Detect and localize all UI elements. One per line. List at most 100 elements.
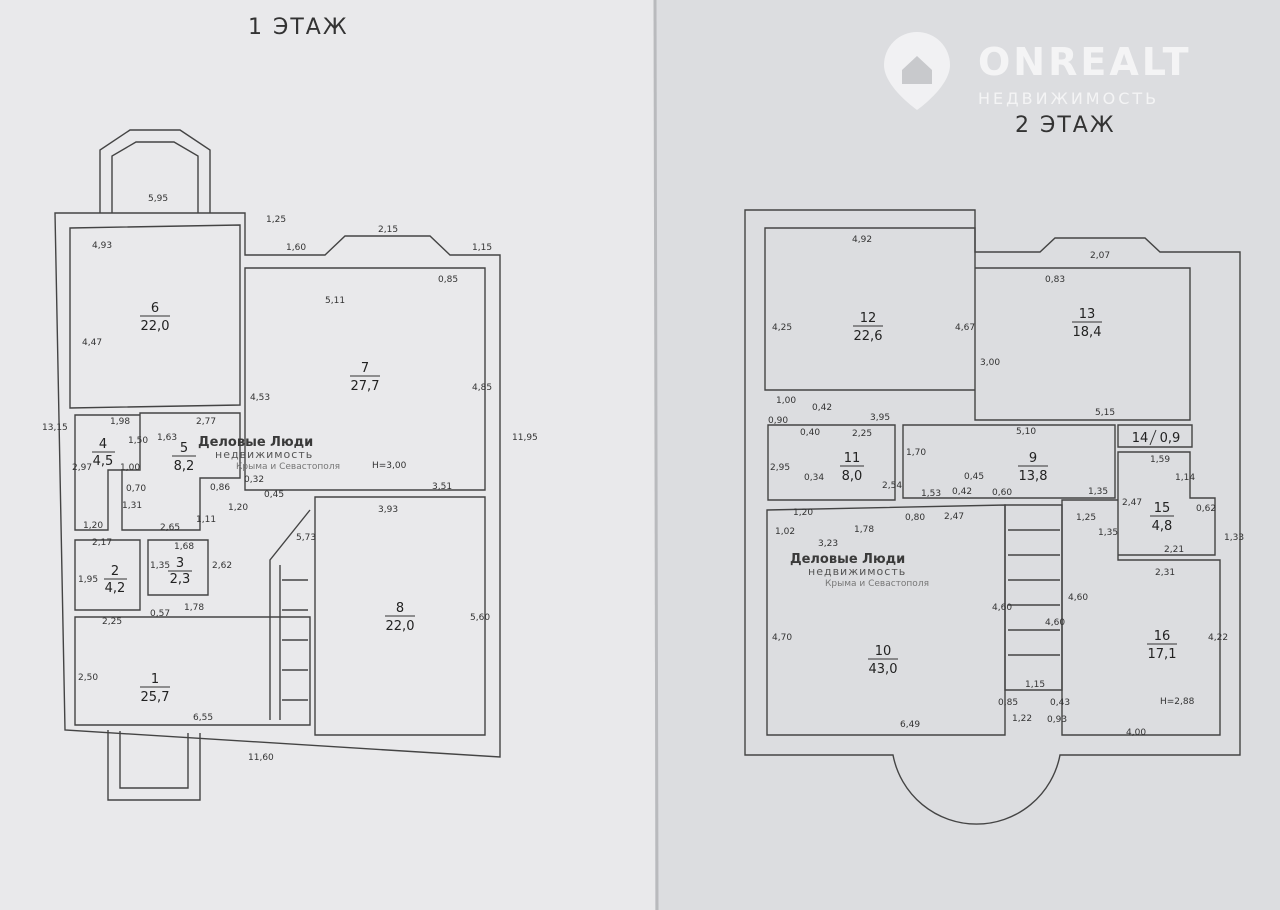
floor-2-dimensions: 4,92 2,07 0,83 4,25 4,67 3,00 1,00 0,42 … xyxy=(768,235,1244,738)
svg-text:7: 7 xyxy=(361,361,369,376)
svg-text:13,8: 13,8 xyxy=(1019,469,1048,484)
dimension-label: 0,57 xyxy=(150,609,170,619)
dimension-label: 0,86 xyxy=(210,483,230,493)
dimension-label: 2,65 xyxy=(160,523,180,533)
svg-text:Крыма и Севастополя: Крыма и Севастополя xyxy=(825,579,929,589)
page-spine xyxy=(653,0,659,910)
svg-text:22,6: 22,6 xyxy=(854,329,883,344)
dimension-label: 2,21 xyxy=(1164,545,1184,555)
dimension-label: 1,00 xyxy=(776,396,796,406)
room-4: 44,5 xyxy=(92,437,115,469)
dimension-label: 1,60 xyxy=(286,243,306,253)
floor-1-plan: 1 ЭТАЖ 622,0 727,7 44,5 58,2 24,2 32,3 1… xyxy=(42,15,538,801)
svg-text:17,1: 17,1 xyxy=(1148,647,1177,662)
floor-1-dimensions: 5,95 4,93 1,25 1,60 2,15 1,15 0,85 5,11 … xyxy=(42,194,538,763)
dimension-label: 0,90 xyxy=(768,416,788,426)
dimension-label: 1,20 xyxy=(228,503,248,513)
floor-1-outer-wall xyxy=(54,212,501,758)
dimension-label: 6,55 xyxy=(193,713,213,723)
dimension-label: 5,11 xyxy=(325,296,345,306)
ceiling-height: Н=3,00 xyxy=(372,461,407,471)
dimension-label: 5,95 xyxy=(148,194,168,204)
svg-text:8: 8 xyxy=(396,601,404,616)
dimension-label: 4,25 xyxy=(772,323,792,333)
svg-text:4: 4 xyxy=(99,437,107,452)
svg-text:16: 16 xyxy=(1154,629,1171,644)
dimension-label: 2,15 xyxy=(378,225,398,235)
room-7: 727,7 xyxy=(350,361,380,394)
agency-watermark-2: Деловые Люди недвижимость Крыма и Севаст… xyxy=(790,552,929,589)
room-3: 32,3 xyxy=(168,556,192,587)
dimension-label: 1,50 xyxy=(128,436,148,446)
svg-text:27,7: 27,7 xyxy=(351,379,380,394)
svg-text:Деловые Люди: Деловые Люди xyxy=(790,552,905,567)
dimension-label: 2,17 xyxy=(92,538,112,548)
dimension-label: 1,22 xyxy=(1012,714,1032,724)
dimension-label: 4,70 xyxy=(772,633,792,643)
svg-text:недвижимость: недвижимость xyxy=(808,565,906,578)
svg-text:15: 15 xyxy=(1154,501,1171,516)
right-page xyxy=(655,0,1280,910)
dimension-label: 11,95 xyxy=(512,433,538,443)
floor-2-room-walls xyxy=(764,227,1221,736)
dimension-label: 4,53 xyxy=(250,393,270,403)
svg-text:12: 12 xyxy=(860,311,877,326)
dimension-label: 2,47 xyxy=(944,512,964,522)
dimension-label: 1,59 xyxy=(1150,455,1170,465)
svg-text:8,2: 8,2 xyxy=(174,459,195,474)
dimension-label: 5,10 xyxy=(1016,427,1036,437)
dimension-label: 0,85 xyxy=(438,275,458,285)
floor-2-staircase xyxy=(1004,504,1063,691)
floor-1-room-labels: 622,0 727,7 44,5 58,2 24,2 32,3 125,7 82… xyxy=(92,301,415,705)
room-11: 118,0 xyxy=(840,451,864,484)
svg-text:13: 13 xyxy=(1079,307,1096,322)
room-16: 16 17,1 xyxy=(1147,629,1177,662)
dimension-label: 1,78 xyxy=(854,525,874,535)
floor-1-room-walls xyxy=(69,224,486,736)
svg-text:5: 5 xyxy=(180,441,188,456)
floor-1-porch-bottom xyxy=(107,730,201,801)
dimension-label: 0,42 xyxy=(812,403,832,413)
room-9: 913,8 xyxy=(1018,451,1048,484)
dimension-label: 1,02 xyxy=(775,527,795,537)
svg-text:4,5: 4,5 xyxy=(93,454,114,469)
dimension-label: 2,25 xyxy=(852,429,872,439)
svg-text:11: 11 xyxy=(844,451,861,466)
dimension-label: 3,00 xyxy=(980,358,1000,368)
left-page xyxy=(0,0,655,910)
svg-text:1: 1 xyxy=(151,672,159,687)
svg-text:43,0: 43,0 xyxy=(869,662,898,677)
agency-watermark-1: Деловые Люди недвижимость Крыма и Севаст… xyxy=(198,435,340,472)
dimension-label: 0,42 xyxy=(952,487,972,497)
dimension-label: 2,50 xyxy=(78,673,98,683)
dimension-label: 13,15 xyxy=(42,423,68,433)
dimension-label: 1,25 xyxy=(266,215,286,225)
dimension-label: 1,35 xyxy=(1098,528,1118,538)
dimension-label: 1,78 xyxy=(184,603,204,613)
dimension-label: 1,00 xyxy=(120,463,140,473)
dimension-label: 1,31 xyxy=(122,501,142,511)
dimension-label: 2,95 xyxy=(770,463,790,473)
dimension-label: 3,95 xyxy=(870,413,890,423)
dimension-label: 1,35 xyxy=(1088,487,1108,497)
dimension-label: 1,53 xyxy=(921,489,941,499)
floor-1-porch-top xyxy=(99,129,211,213)
room-2: 24,2 xyxy=(104,564,127,596)
svg-text:14: 14 xyxy=(1132,431,1149,446)
dimension-label: 3,23 xyxy=(818,539,838,549)
svg-text:8,0: 8,0 xyxy=(842,469,863,484)
dimension-label: 0,93 xyxy=(1047,715,1067,725)
dimension-label: 1,25 xyxy=(1076,513,1096,523)
svg-text:Крыма и Севастополя: Крыма и Севастополя xyxy=(236,462,340,472)
dimension-label: 0,34 xyxy=(804,473,824,483)
dimension-label: 1,35 xyxy=(150,561,170,571)
dimension-label: 4,92 xyxy=(852,235,872,245)
onrealt-watermark: ONREALT НЕДВИЖИМОСТЬ xyxy=(884,32,1189,110)
svg-text:2,3: 2,3 xyxy=(170,572,191,587)
svg-text:3: 3 xyxy=(176,556,184,571)
svg-text:6: 6 xyxy=(151,301,159,316)
